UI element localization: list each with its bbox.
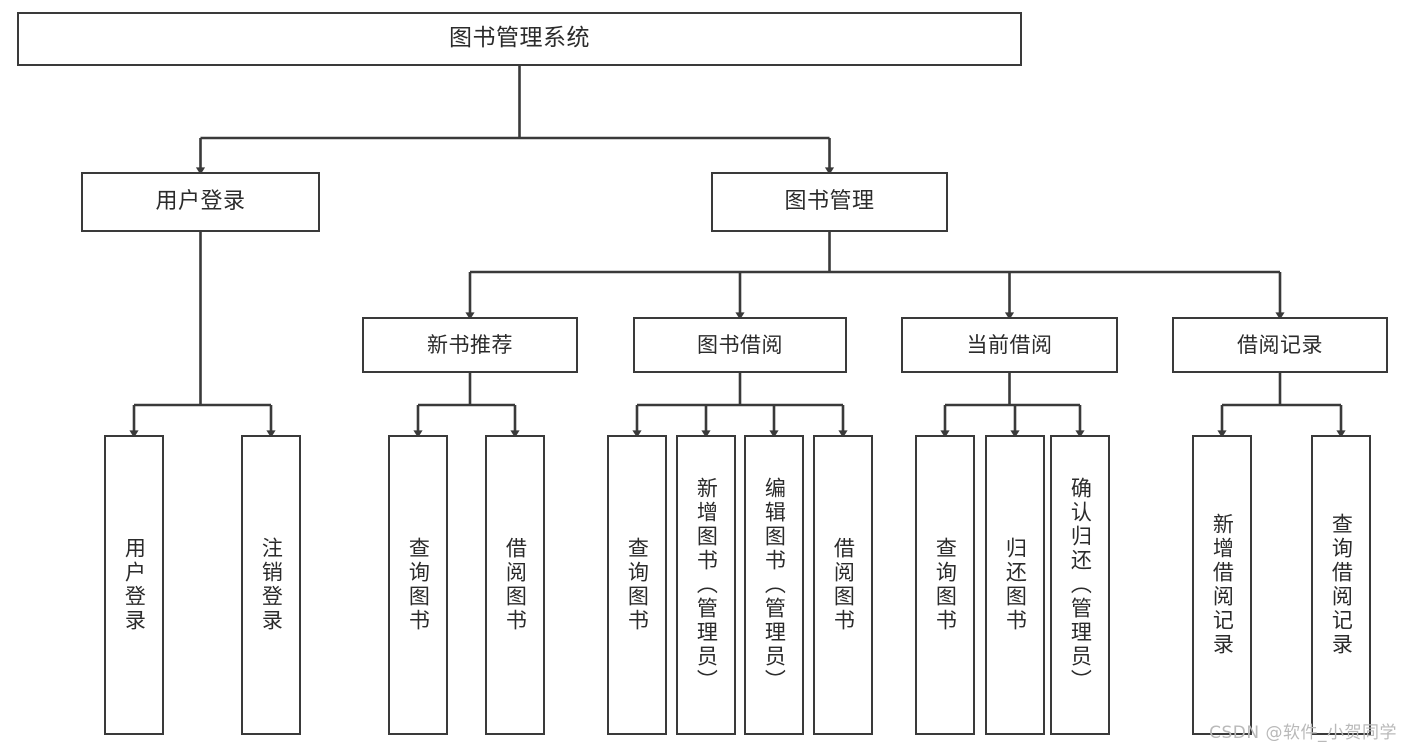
node-label: 归还图书 [1003,537,1028,633]
node-leaf13[interactable]: 查询借阅记录 [1311,435,1371,735]
node-borrow[interactable]: 图书借阅 [633,317,847,373]
node-login[interactable]: 用户登录 [81,172,320,232]
node-leaf6[interactable]: 新增图书（管理员） [676,435,736,735]
node-root[interactable]: 图书管理系统 [17,12,1022,66]
node-leaf3[interactable]: 查询图书 [388,435,448,735]
node-leaf2[interactable]: 注销登录 [241,435,301,735]
node-label: 图书管理系统 [449,25,590,52]
node-label: 注销登录 [259,537,284,633]
node-leaf1[interactable]: 用户登录 [104,435,164,735]
node-records[interactable]: 借阅记录 [1172,317,1388,373]
connector-lines [129,66,1346,438]
node-label: 查询图书 [933,537,958,633]
node-label: 查询借阅记录 [1329,513,1354,657]
node-label: 图书借阅 [697,332,783,357]
node-label: 借阅记录 [1237,332,1323,357]
node-leaf10[interactable]: 归还图书 [985,435,1045,735]
node-current[interactable]: 当前借阅 [901,317,1118,373]
node-label: 用户登录 [155,189,246,215]
node-label: 新增图书（管理员） [694,477,719,693]
node-label: 编辑图书（管理员） [762,477,787,693]
node-leaf12[interactable]: 新增借阅记录 [1192,435,1252,735]
node-leaf7[interactable]: 编辑图书（管理员） [744,435,804,735]
node-label: 查询图书 [406,537,431,633]
node-leaf4[interactable]: 借阅图书 [485,435,545,735]
node-leaf5[interactable]: 查询图书 [607,435,667,735]
node-leaf9[interactable]: 查询图书 [915,435,975,735]
node-leaf8[interactable]: 借阅图书 [813,435,873,735]
node-bookmgmt[interactable]: 图书管理 [711,172,948,232]
node-label: 确认归还（管理员） [1068,477,1093,693]
node-label: 借阅图书 [503,537,528,633]
node-label: 新增借阅记录 [1210,513,1235,657]
node-label: 当前借阅 [966,332,1053,357]
csdn-watermark: CSDN @软件_小贺同学 [1209,723,1397,743]
node-label: 查询图书 [625,537,650,633]
node-label: 借阅图书 [831,537,856,633]
node-label: 图书管理 [784,189,875,215]
node-leaf11[interactable]: 确认归还（管理员） [1050,435,1110,735]
node-label: 用户登录 [122,537,147,633]
node-newbook[interactable]: 新书推荐 [362,317,578,373]
node-label: 新书推荐 [427,332,513,357]
